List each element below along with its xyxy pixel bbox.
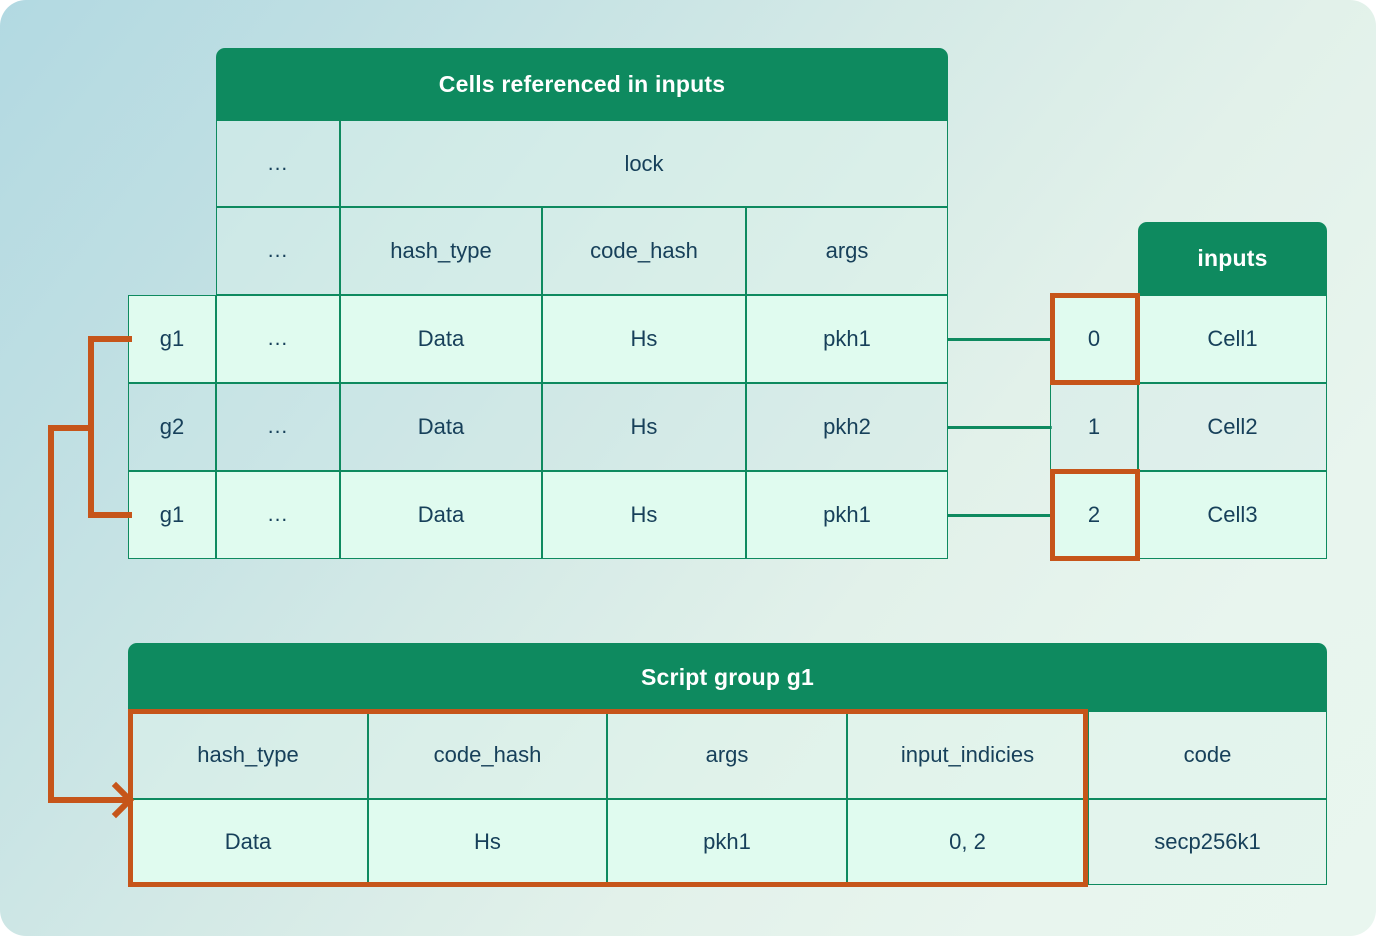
script-group-header-4: code bbox=[1088, 711, 1327, 799]
table-row-args-2: pkh1 bbox=[746, 471, 948, 559]
cells-subheader-2: code_hash bbox=[542, 207, 746, 295]
index-label: 0 bbox=[1087, 326, 1101, 351]
table-row-args-1: pkh2 bbox=[746, 383, 948, 471]
table-row-hashtype-0: Data bbox=[340, 295, 542, 383]
cells-subheader-1: hash_type bbox=[340, 207, 542, 295]
connector-line-row0 bbox=[948, 338, 1052, 341]
cells-table-title: Cells referenced in inputs bbox=[438, 70, 726, 97]
lock-label: lock bbox=[624, 150, 664, 176]
index-label: 2 bbox=[1087, 502, 1101, 527]
orange-stub-row2 bbox=[88, 512, 132, 518]
cell-label: Cell1 bbox=[1207, 326, 1258, 351]
table-row-group-1: g2 bbox=[128, 383, 216, 471]
script-group-header-2: args bbox=[607, 711, 847, 799]
value-label: Data bbox=[417, 502, 465, 527]
script-group-value-0: Data bbox=[128, 799, 368, 885]
inputs-table-title: inputs bbox=[1197, 245, 1268, 271]
table-row-dots-1: ... bbox=[216, 383, 340, 471]
value-label: Data bbox=[224, 829, 272, 854]
value-label: pkh1 bbox=[703, 829, 751, 854]
inputs-index-0: 0 bbox=[1050, 295, 1138, 383]
subheader-label: ... bbox=[267, 239, 289, 262]
value-label: Hs bbox=[630, 502, 658, 527]
subheader-label: args bbox=[825, 238, 869, 263]
cells-header-ellipsis-1: ... bbox=[216, 120, 340, 207]
cells-table-band: Cells referenced in inputs bbox=[216, 48, 948, 120]
group-label: g1 bbox=[159, 326, 185, 351]
script-group-header-0: hash_type bbox=[128, 711, 368, 799]
script-group-value-3: 0, 2 bbox=[847, 799, 1088, 885]
table-row-hashtype-1: Data bbox=[340, 383, 542, 471]
value-label: pkh1 bbox=[823, 502, 871, 527]
table-row-codehash-0: Hs bbox=[542, 295, 746, 383]
script-group-value-2: pkh1 bbox=[607, 799, 847, 885]
value-label: Data bbox=[417, 414, 465, 439]
value-label: 0, 2 bbox=[949, 829, 986, 854]
orange-trunk-vertical bbox=[48, 425, 54, 800]
inputs-cell-2: Cell3 bbox=[1138, 471, 1327, 559]
table-row-codehash-1: Hs bbox=[542, 383, 746, 471]
script-group-band: Script group g1 bbox=[128, 643, 1327, 711]
subheader-label: code_hash bbox=[590, 238, 698, 263]
script-group-header-1: code_hash bbox=[368, 711, 607, 799]
inputs-cell-1: Cell2 bbox=[1138, 383, 1327, 471]
column-header-label: code bbox=[1183, 742, 1232, 767]
ellipsis-text: ... bbox=[267, 415, 289, 438]
inputs-table-band: inputs bbox=[1138, 222, 1327, 295]
script-group-header-3: input_indicies bbox=[847, 711, 1088, 799]
table-row-group-2: g1 bbox=[128, 471, 216, 559]
column-header-label: code_hash bbox=[433, 742, 542, 767]
column-header-label: hash_type bbox=[197, 742, 299, 767]
value-label: Hs bbox=[630, 414, 658, 439]
group-label: g2 bbox=[159, 414, 185, 439]
script-group-title: Script group g1 bbox=[641, 663, 814, 690]
index-label: 1 bbox=[1087, 414, 1101, 439]
orange-branch-to-trunk bbox=[48, 425, 94, 431]
subheader-label: hash_type bbox=[390, 238, 492, 263]
table-row-hashtype-2: Data bbox=[340, 471, 542, 559]
cell-label: Cell3 bbox=[1207, 502, 1258, 527]
value-label: Data bbox=[417, 326, 465, 351]
connector-line-row1 bbox=[948, 426, 1052, 429]
ellipsis-text: ... bbox=[267, 503, 289, 526]
value-label: pkh1 bbox=[823, 326, 871, 351]
column-header-label: args bbox=[705, 742, 749, 767]
table-row-group-0: g1 bbox=[128, 295, 216, 383]
value-label: Hs bbox=[630, 326, 658, 351]
table-row-codehash-2: Hs bbox=[542, 471, 746, 559]
inputs-index-1: 1 bbox=[1050, 383, 1138, 471]
table-row-args-0: pkh1 bbox=[746, 295, 948, 383]
cells-subheader-0: ... bbox=[216, 207, 340, 295]
ellipsis-text: ... bbox=[267, 151, 289, 175]
orange-arrowhead-icon bbox=[111, 781, 135, 819]
orange-trunk-horizontal bbox=[48, 797, 130, 803]
inputs-index-2: 2 bbox=[1050, 471, 1138, 559]
cells-subheader-3: args bbox=[746, 207, 948, 295]
table-row-dots-2: ... bbox=[216, 471, 340, 559]
connector-line-row2 bbox=[948, 514, 1052, 517]
group-label: g1 bbox=[159, 502, 185, 527]
orange-stub-row0 bbox=[88, 336, 132, 342]
value-label: pkh2 bbox=[823, 414, 871, 439]
value-label: secp256k1 bbox=[1154, 829, 1261, 854]
value-label: Hs bbox=[474, 829, 501, 854]
script-group-value-4: secp256k1 bbox=[1088, 799, 1327, 885]
script-group-value-1: Hs bbox=[368, 799, 607, 885]
cells-header-lock: lock bbox=[340, 120, 948, 207]
table-row-dots-0: ... bbox=[216, 295, 340, 383]
inputs-cell-0: Cell1 bbox=[1138, 295, 1327, 383]
column-header-label: input_indicies bbox=[900, 742, 1035, 767]
cell-label: Cell2 bbox=[1207, 414, 1258, 439]
ellipsis-text: ... bbox=[267, 327, 289, 350]
